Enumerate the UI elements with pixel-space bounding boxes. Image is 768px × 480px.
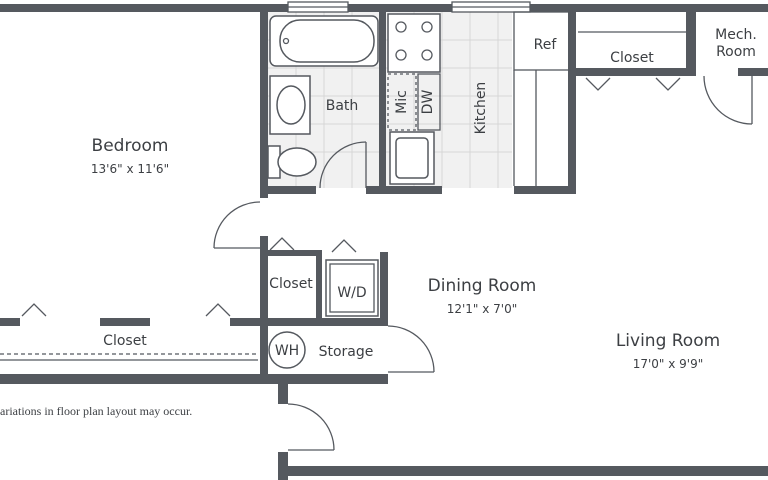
mech-room-label-line2: Room — [716, 44, 756, 60]
top-closet-label: Closet — [610, 50, 654, 66]
room-labels: Bedroom 13'6" x 11'6" Bath Kitchen Mic D… — [91, 27, 757, 371]
water-heater-label: WH — [275, 343, 299, 359]
storage-label: Storage — [319, 344, 374, 360]
fixtures — [267, 13, 441, 369]
mech-room-label-line1: Mech. — [715, 27, 757, 43]
microwave-label: Mic — [394, 90, 410, 114]
living-room-label: Living Room — [616, 331, 720, 351]
washer-dryer-label: W/D — [337, 285, 366, 301]
dining-room-dimensions: 12'1" x 7'0" — [447, 302, 518, 316]
living-room-dimensions: 17'0" x 9'9" — [633, 357, 704, 371]
dishwasher-label: DW — [420, 90, 436, 115]
bedroom-closet-label: Closet — [103, 333, 147, 349]
dining-room-label: Dining Room — [428, 276, 537, 296]
refrigerator-label: Ref — [534, 37, 558, 53]
small-closet-label: Closet — [269, 276, 313, 292]
bedroom-dimensions: 13'6" x 11'6" — [91, 162, 169, 176]
disclaimer-note: ariations in floor plan layout may occur… — [0, 404, 192, 418]
doors — [21, 75, 753, 451]
bath-label: Bath — [326, 98, 359, 114]
kitchen-label: Kitchen — [473, 82, 489, 135]
bedroom-label: Bedroom — [92, 136, 169, 156]
